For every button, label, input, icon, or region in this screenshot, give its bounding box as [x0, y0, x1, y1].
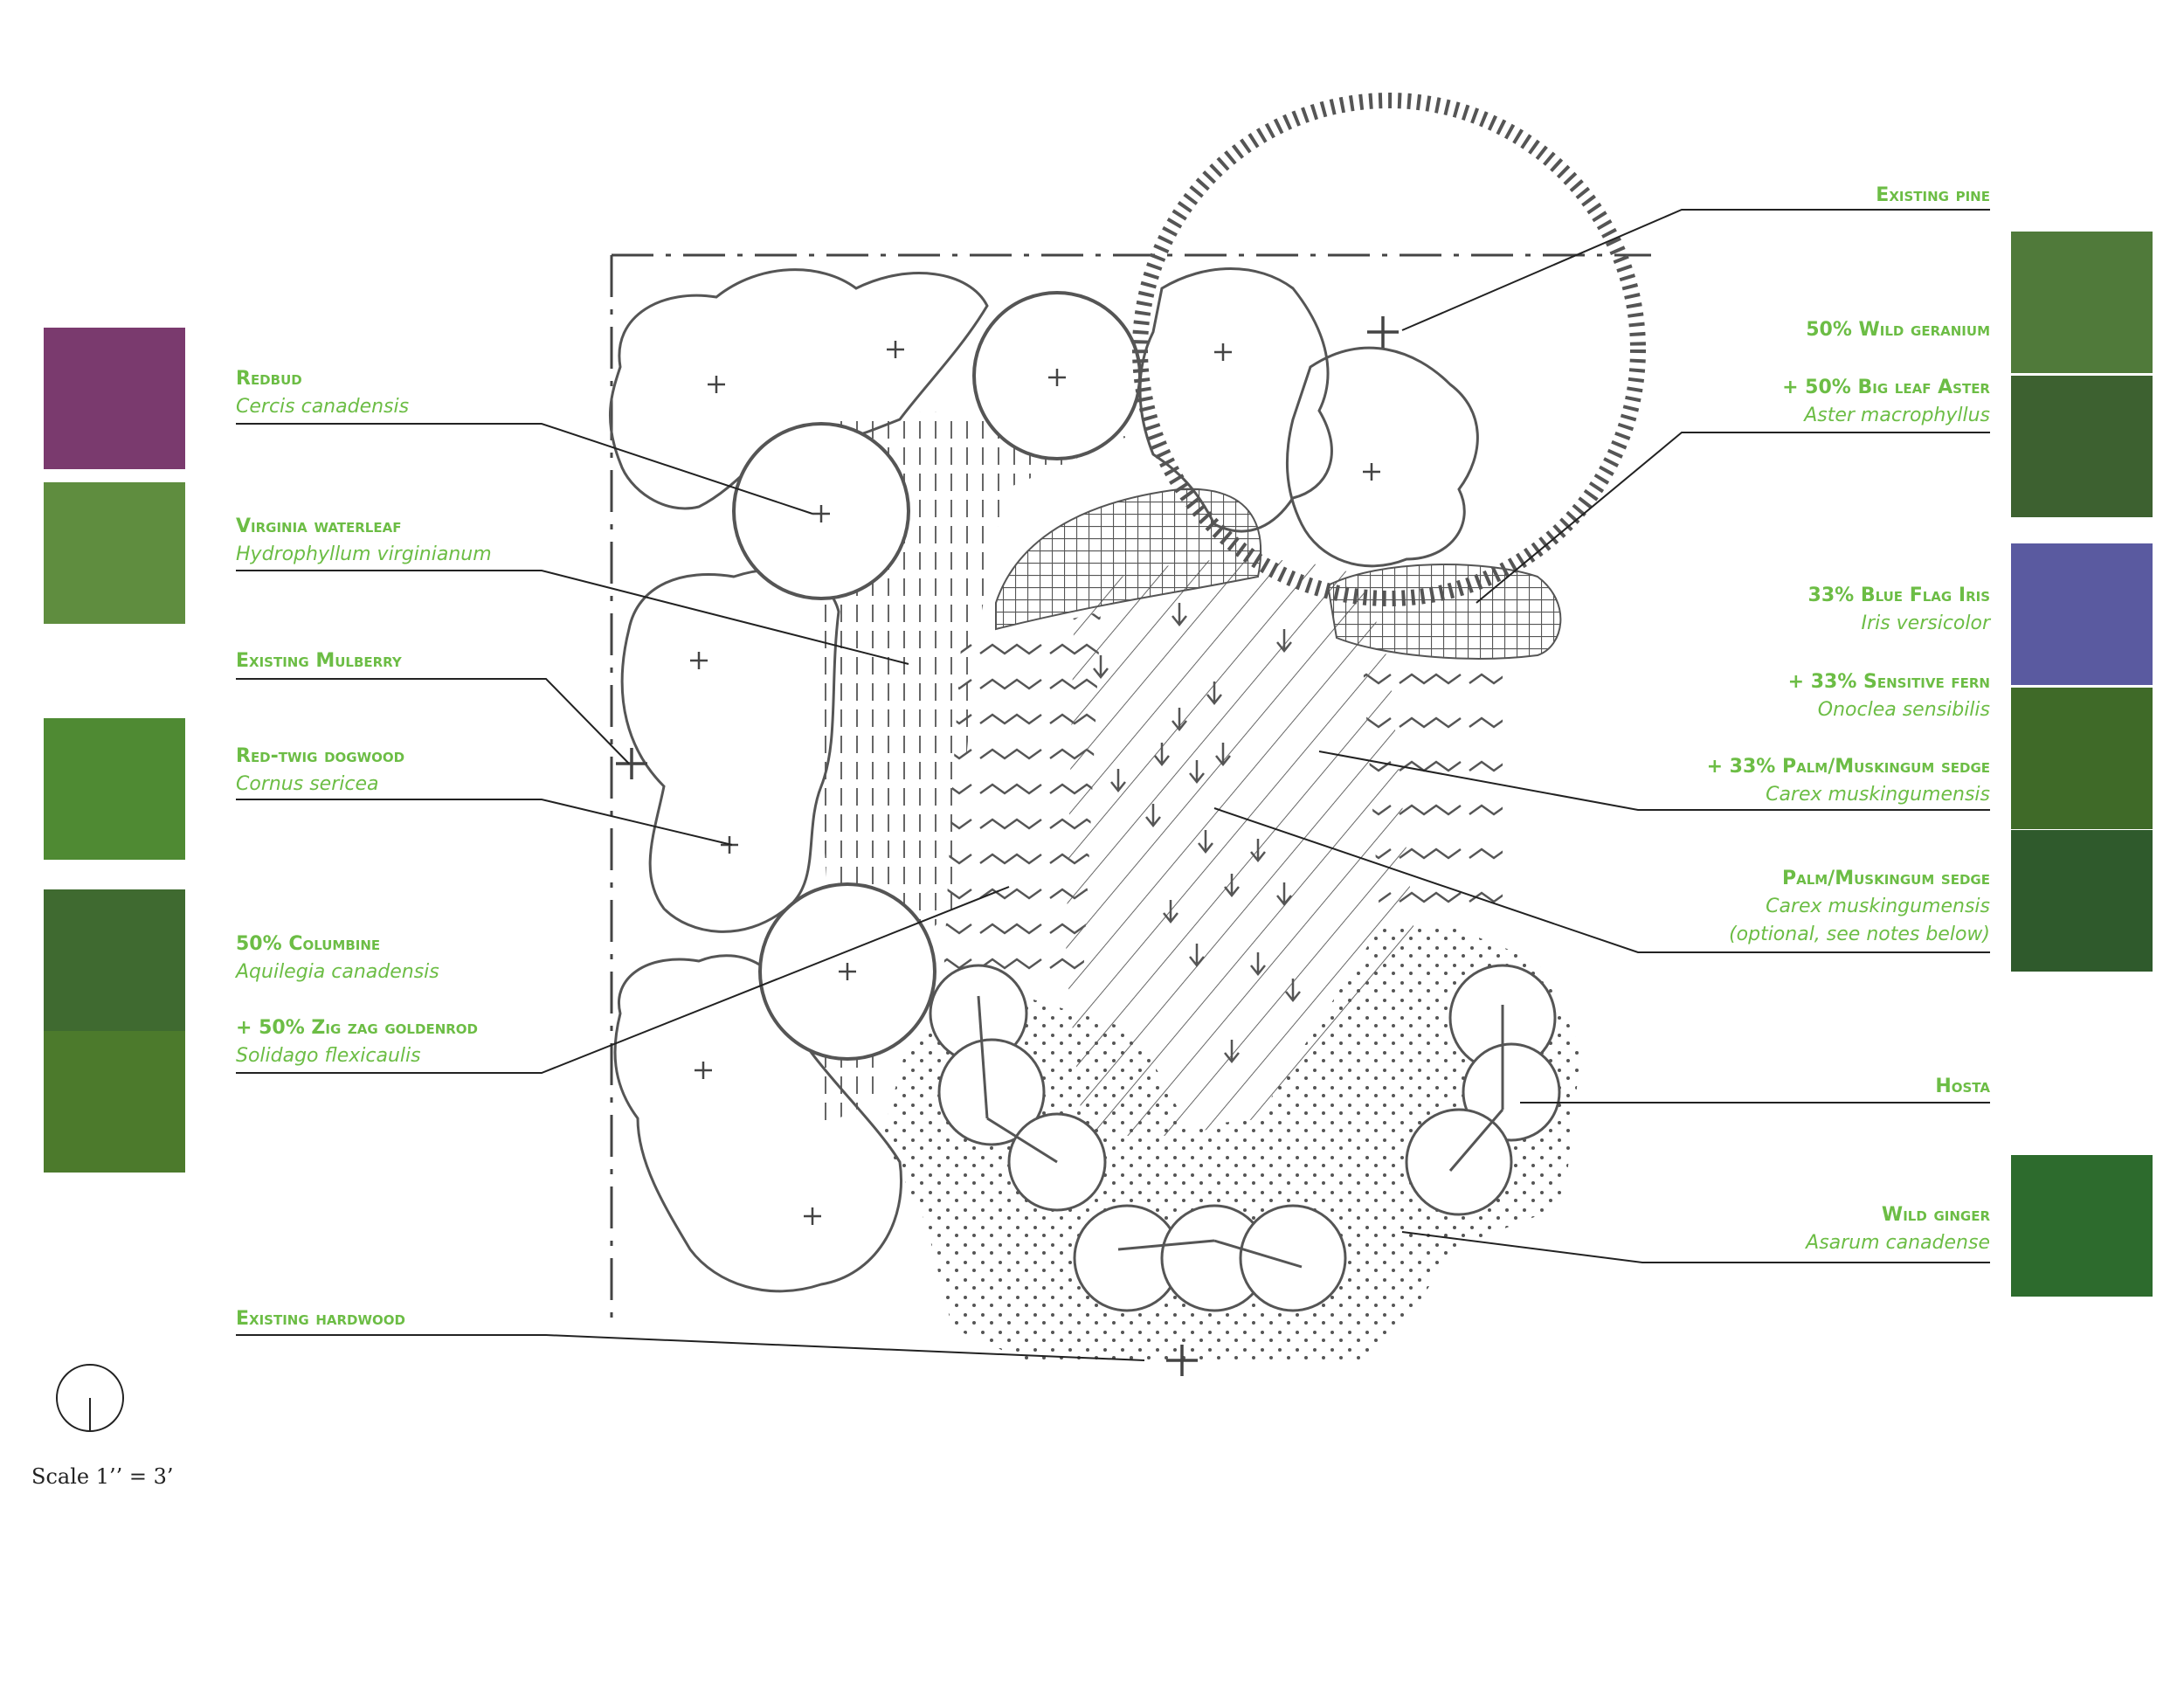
label-sedge: Palm/Muskingum sedge Carex muskingumensi… — [1729, 865, 1990, 949]
plant-center-markers — [616, 316, 1399, 1376]
label-sedge-mix: + 33% Palm/Muskingum sedge Carex musking… — [1707, 753, 1990, 809]
sedge-latin-name: Carex muskingumensis — [1766, 896, 1990, 917]
redbud-common-name: Redbud — [236, 368, 302, 390]
goldenrod-photo — [44, 1031, 185, 1173]
label-iris: 33% Blue Flag Iris Iris versicolor — [1808, 582, 1990, 638]
label-aster: + 50% Big leaf Aster Aster macrophyllus — [1782, 374, 1990, 430]
dogwood-photo — [44, 718, 185, 860]
fern-latin-name: Onoclea sensibilis — [1817, 699, 1990, 721]
geranium-aster-bed — [995, 488, 1562, 660]
scale-label: Scale 1’’ = 3’ — [31, 1464, 174, 1489]
label-ginger: Wild ginger Asarum canadense — [1806, 1201, 1990, 1257]
label-hosta: Hosta — [1935, 1073, 1990, 1101]
north-arrow-icon — [56, 1364, 124, 1432]
geranium-common-name: 50% Wild geranium — [1806, 319, 1990, 341]
label-geranium: 50% Wild geranium — [1806, 316, 1990, 344]
label-hardwood: Existing hardwood — [236, 1305, 405, 1333]
sedge-mix-common-name: + 33% Palm/Muskingum sedge — [1706, 756, 1990, 778]
fern-common-name: + 33% Sensitive fern — [1787, 671, 1990, 693]
label-goldenrod: + 50% Zig zag goldenrod Solidago flexica… — [236, 1014, 478, 1070]
label-waterleaf: Virginia waterleaf Hydrophyllum virginia… — [236, 513, 492, 569]
redbud-latin-name: Cercis canadensis — [236, 396, 410, 418]
columbine-common-name: 50% Columbine — [236, 933, 381, 955]
plant-photos — [44, 232, 2153, 1297]
existing-pine-canopy — [1132, 93, 1646, 606]
sedge-note: (optional, see notes below) — [1729, 924, 1990, 945]
hosta-common-name: Hosta — [1935, 1076, 1990, 1097]
goldenrod-common-name: + 50% Zig zag goldenrod — [236, 1017, 478, 1039]
leader-lines — [236, 209, 1990, 1361]
fern-photo — [2011, 688, 2153, 829]
ginger-photo — [2011, 1155, 2153, 1297]
sedge-common-name: Palm/Muskingum sedge — [1781, 868, 1990, 889]
ginger-common-name: Wild ginger — [1881, 1204, 1990, 1226]
dogwood-latin-name: Cornus sericea — [236, 773, 379, 795]
ginger-latin-name: Asarum canadense — [1806, 1232, 1990, 1254]
label-pine: Existing pine — [1876, 182, 1990, 210]
hardwood-common-name: Existing hardwood — [236, 1308, 405, 1330]
mulberry-common-name: Existing Mulberry — [236, 650, 402, 672]
redbud-photo — [44, 328, 185, 469]
goldenrod-latin-name: Solidago flexicaulis — [236, 1045, 421, 1067]
dotted-bed — [882, 926, 1581, 1363]
columbine-photo — [44, 889, 185, 1031]
pine-common-name: Existing pine — [1876, 184, 1990, 206]
dogwood-shrubs — [609, 267, 1479, 1293]
label-columbine: 50% Columbine Aquilegia canadensis — [236, 930, 439, 986]
waterleaf-photo — [44, 482, 185, 624]
label-redbud: Redbud Cercis canadensis — [236, 365, 409, 421]
geranium-photo — [2011, 232, 2153, 373]
iris-latin-name: Iris versicolor — [1861, 612, 1990, 634]
label-dogwood: Red-twig dogwood Cornus sericea — [236, 743, 404, 799]
aster-common-name: + 50% Big leaf Aster — [1782, 377, 1990, 398]
iris-photo — [2011, 543, 2153, 685]
label-mulberry: Existing Mulberry — [236, 647, 402, 675]
diagonal-hatch-bed — [1066, 558, 1415, 1136]
sedge-photo — [2011, 830, 2153, 972]
aster-latin-name: Aster macrophyllus — [1804, 405, 1990, 426]
waterleaf-common-name: Virginia waterleaf — [236, 515, 402, 537]
columbine-latin-name: Aquilegia canadensis — [236, 961, 439, 983]
aster-photo — [2011, 376, 2153, 517]
waterleaf-latin-name: Hydrophyllum virginianum — [236, 543, 492, 565]
label-fern: + 33% Sensitive fern Onoclea sensibilis — [1788, 668, 1990, 724]
hosta-clumps — [929, 964, 1561, 1312]
sedge-mix-latin-name: Carex muskingumensis — [1766, 784, 1990, 806]
iris-common-name: 33% Blue Flag Iris — [1807, 585, 1990, 606]
dogwood-common-name: Red-twig dogwood — [236, 745, 405, 767]
drainage-arrows — [1093, 603, 1301, 1064]
